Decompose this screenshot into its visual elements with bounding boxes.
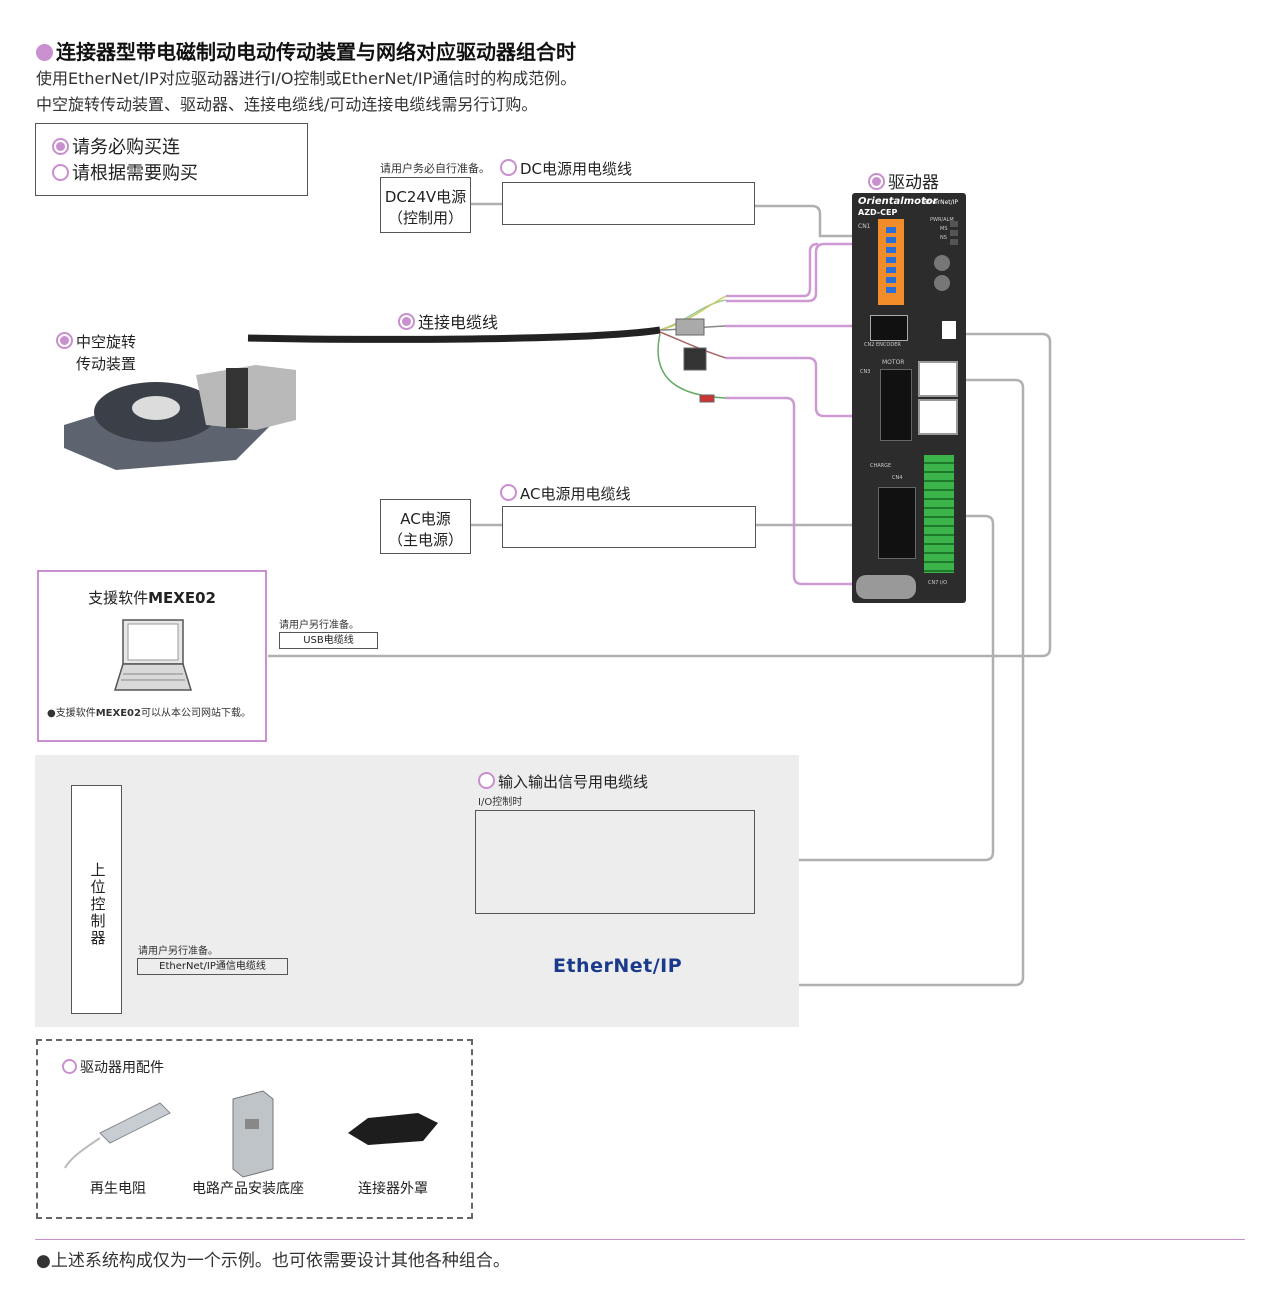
cn4-label: CN4 (892, 475, 903, 481)
ac-cable-bullet-icon (500, 484, 517, 501)
ethernet-port-2[interactable] (918, 399, 958, 435)
ac-power-label: AC电源 (400, 510, 451, 528)
motor-label: MOTOR (882, 359, 905, 366)
ac-cable-box[interactable] (502, 506, 756, 548)
dc-power-sub: （控制用） (387, 209, 463, 227)
cn3-label: CN3 (860, 369, 871, 375)
connector-tips (675, 318, 715, 403)
io-cable-title: 输入输出信号用电缆线 (478, 771, 648, 792)
cn7-label: CN7 I/O (928, 580, 948, 586)
driver-model: AZD-CEP (858, 208, 898, 217)
dc-power-note: 请用户务必自行准备。 (380, 162, 490, 175)
address-dial[interactable] (934, 255, 950, 271)
controller-panel (35, 755, 799, 1027)
dc-cable-bullet-icon (500, 159, 517, 176)
cn1-connector[interactable] (878, 219, 904, 305)
ground-terminal[interactable] (856, 575, 916, 599)
driver-network-label: EtherNet/IP (924, 199, 959, 206)
cn7-connector[interactable] (924, 455, 954, 573)
header-line-2: 中空旋转传动装置、驱动器、连接电缆线/可动连接电缆线需另行订购。 (36, 95, 538, 114)
io-cable-box[interactable] (475, 810, 755, 914)
accessory-label-3: 连接器外罩 (358, 1181, 428, 1197)
driver-unit[interactable]: Orientalmotor AZD-CEP EtherNet/IP CN1 PW… (852, 193, 966, 603)
driver-title: 驱动器 (868, 168, 939, 193)
dc-power-wire-b (755, 204, 878, 238)
ethernet-ip-logo: EtherNet/IP (553, 955, 683, 977)
driver-brand: Orientalmotor (858, 196, 938, 207)
software-box: 支援软件MEXE02 ●支援软件MEXE02可以从本公司网站下载。 (37, 570, 267, 742)
usb-wire (268, 332, 1052, 658)
driver-bullet-icon (868, 173, 885, 190)
cn3-connector[interactable] (880, 369, 912, 441)
io-cable-sub: I/O控制时 (478, 797, 523, 808)
status-leds (950, 221, 958, 247)
page-title: 连接器型带电磁制动电动传动装置与网络对应驱动器组合时 (36, 36, 576, 65)
usb-cable-label[interactable]: USB电缆线 (279, 632, 378, 649)
actuator-title: 中空旋转 传动装置 (56, 331, 136, 375)
legend-box: 请务必购买连 请根据需要购买 (35, 123, 308, 196)
main-cable-title: 连接电缆线 (398, 309, 498, 333)
legend-optional: 请根据需要购买 (52, 159, 198, 185)
accessories-bullet-icon (62, 1059, 77, 1074)
regen-resistor-image (64, 1102, 171, 1169)
legend-required: 请务必购买连 (52, 133, 180, 159)
io-wire-b (755, 514, 995, 862)
actuator-cable (247, 326, 661, 343)
ethernet-cable-label[interactable]: EtherNet/IP通信电缆线 (137, 958, 288, 975)
usb-note: 请用户另行准备。 (279, 620, 359, 631)
accessory-label-2: 电路产品安装底座 (192, 1181, 304, 1197)
brake-wire-1 (726, 242, 878, 303)
address-dial-2[interactable] (934, 275, 950, 291)
ethernet-port-1[interactable] (918, 361, 958, 397)
accessories-title: 驱动器用配件 (62, 1057, 164, 1077)
main-cable-bullet-icon (398, 313, 415, 330)
brake-wire-2 (726, 242, 819, 298)
dc-cable-title: DC电源用电缆线 (500, 158, 632, 179)
mounting-bracket-image (232, 1090, 274, 1178)
pwr-label: PWR/ALM (930, 217, 954, 223)
optional-bullet-icon (52, 164, 69, 181)
hollow-rotary-actuator-image (64, 365, 296, 470)
motor-wire (726, 356, 878, 418)
cable-breakout (657, 295, 727, 399)
ac-cable-title: AC电源用电缆线 (500, 483, 630, 504)
footer-divider (35, 1239, 1245, 1240)
ac-power-supply[interactable]: AC电源 （主电源） (380, 499, 471, 554)
ms-label: MS (940, 226, 948, 232)
software-note: ●支援软件MEXE02可以从本公司网站下载。 (47, 708, 251, 719)
footer-note: ●上述系统构成仅为一个示例。也可依需要设计其他各种组合。 (36, 1251, 510, 1271)
cn4-connector[interactable] (878, 487, 916, 559)
io-cable-bullet-icon (478, 772, 495, 789)
host-controller-label: 上位控制器 (90, 861, 106, 947)
dc-power-label: DC24V电源 (384, 188, 467, 206)
ac-power-sub: （主电源） (387, 531, 463, 549)
usb-port[interactable] (942, 321, 956, 339)
host-controller[interactable]: 上位控制器 (71, 785, 122, 1014)
software-title: 支援软件MEXE02 (88, 589, 216, 607)
ethernet-note: 请用户另行准备。 (138, 946, 218, 957)
dc-cable-box[interactable] (502, 182, 755, 225)
header-line-1: 使用EtherNet/IP对应驱动器进行I/O控制或EtherNet/IP通信时… (36, 69, 577, 88)
accessories-box: 驱动器用配件 再生电阻 电路产品安装底座 连接器外罩 (36, 1039, 473, 1219)
cn2-label: CN2 ENCODER (864, 342, 901, 348)
required-bullet-icon (52, 138, 69, 155)
title-bullet-icon (36, 44, 53, 61)
charge-label: CHARGE (870, 463, 892, 469)
laptop-image (113, 619, 193, 691)
ethernet-wire (122, 378, 1025, 987)
ground-wire (726, 396, 862, 586)
cn1-label: CN1 (858, 223, 871, 230)
ns-label: NS (940, 235, 947, 241)
connector-cover-image (348, 1113, 438, 1145)
cn2-connector[interactable] (870, 315, 908, 341)
actuator-bullet-icon (56, 332, 73, 349)
dc-power-supply[interactable]: DC24V电源 （控制用） (380, 177, 471, 233)
accessory-label-1: 再生电阻 (90, 1181, 146, 1197)
